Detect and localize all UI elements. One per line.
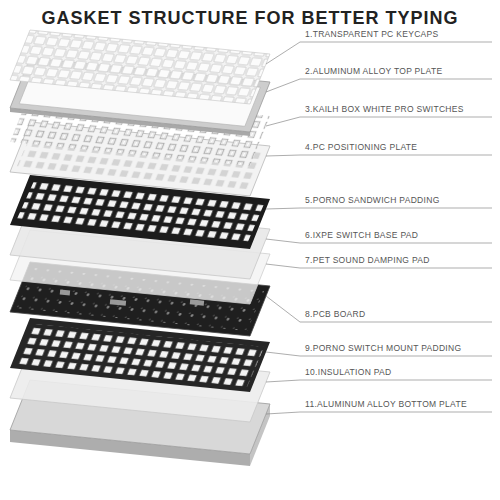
keycaps — [10, 30, 270, 104]
leader-line — [266, 380, 492, 382]
page-title: GASKET STRUCTURE FOR BETTER TYPING — [0, 8, 500, 29]
part-label: 1.TRANSPARENT PC KEYCAPS — [305, 29, 438, 40]
part-label: 6.IXPE SWITCH BASE PAD — [305, 230, 418, 241]
leader-line — [266, 412, 492, 414]
part-label: 3.KAILH BOX WHITE PRO SWITCHES — [305, 104, 464, 115]
part-label: 2.ALUMINUM ALLOY TOP PLATE — [305, 66, 442, 77]
stabilizer — [190, 299, 204, 305]
part-label: 4.PC POSITIONING PLATE — [305, 142, 417, 153]
keycaps-base — [10, 30, 270, 104]
leader-line — [266, 79, 492, 92]
part-label: 9.PORNO SWITCH MOUNT PADDING — [305, 343, 461, 354]
stabilizer — [60, 290, 70, 296]
part-label: 7.PET SOUND DAMPING PAD — [305, 255, 430, 266]
leader-line — [266, 296, 492, 322]
leader-line — [266, 155, 492, 156]
part-label: 5.PORNO SANDWICH PADDING — [305, 195, 440, 206]
part-label: 10.INSULATION PAD — [305, 367, 392, 378]
leader-line — [266, 208, 492, 209]
leader-line — [266, 117, 492, 126]
part-label: 11.ALUMINUM ALLOY BOTTOM PLATE — [305, 399, 467, 410]
leader-line — [266, 42, 492, 64]
part-label: 8.PCB BOARD — [305, 309, 365, 320]
stabilizer — [110, 299, 126, 306]
